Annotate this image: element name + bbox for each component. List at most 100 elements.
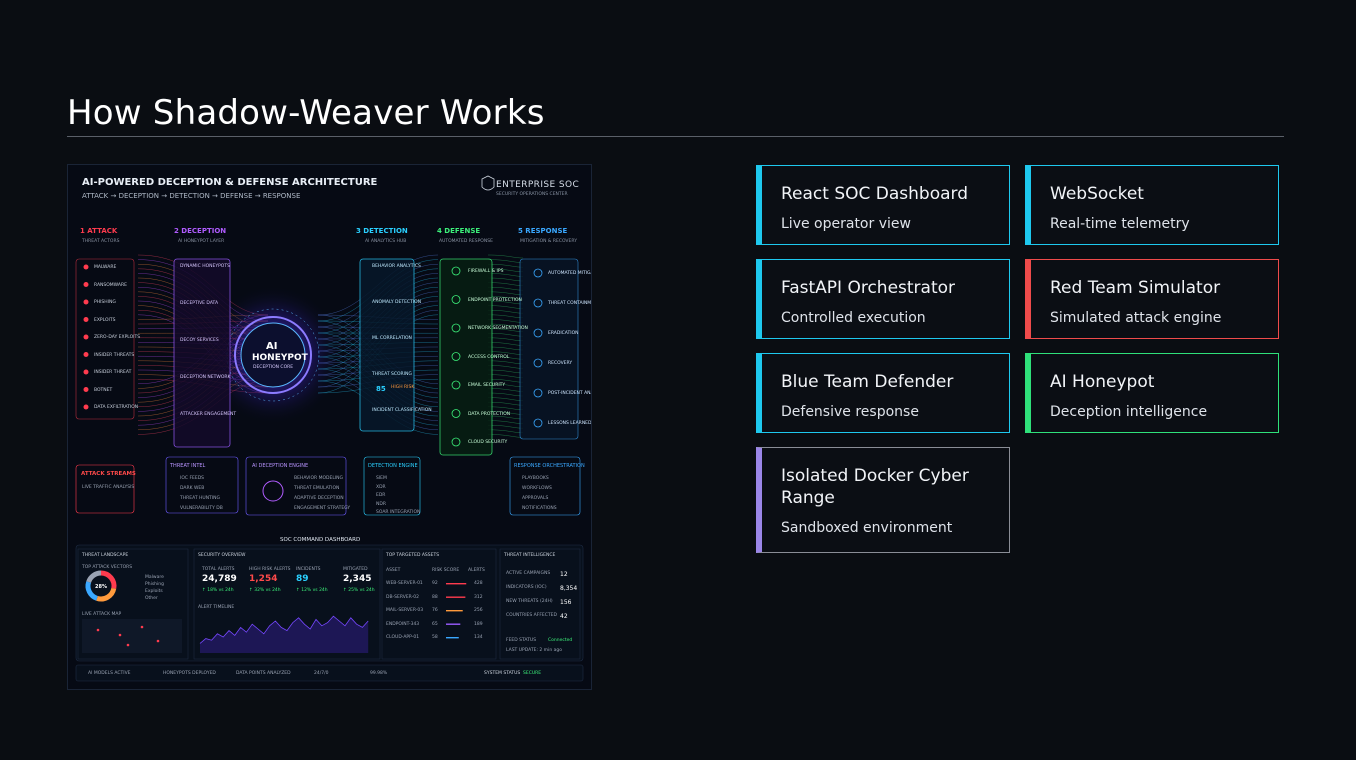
flow-line-defense (487, 277, 524, 282)
donut-slice (85, 581, 98, 601)
attack-icon (83, 282, 89, 287)
response-icon (533, 268, 543, 278)
column-response-label: 5 RESPONSE (518, 227, 568, 235)
column-deception-sub: AI HONEYPOT LAYER (178, 239, 225, 244)
donut-slice (96, 587, 117, 602)
live-map-title: LIVE ATTACK MAP (82, 612, 122, 617)
response-icon (533, 418, 543, 428)
intel-value: 42 (560, 613, 568, 620)
risk-bar (446, 583, 467, 585)
orchestration-item: NOTIFICATIONS (522, 506, 557, 511)
card-subtitle: Deception intelligence (1050, 404, 1208, 420)
attack-item: RANSOMWARE (94, 282, 127, 288)
enterprise-soc-brand: ENTERPRISE SOC (496, 180, 580, 190)
flow-line-defense (487, 286, 524, 291)
flow-line-defense (487, 397, 524, 401)
threat-intel-panel (165, 456, 239, 514)
asset-alerts: 189 (474, 621, 483, 627)
map-dot (140, 625, 144, 629)
orchestration-item: PLAYBOOKS (522, 476, 549, 481)
attack-panel (75, 258, 135, 420)
attack-streams-sub: LIVE TRAFFIC ANALYSIS (82, 485, 135, 490)
orchestration-item: WORKFLOWS (522, 486, 552, 491)
attack-item: ZERO-DAY EXPLOITS (94, 335, 141, 340)
title-divider (67, 136, 1284, 137)
core-line3: DECEPTION CORE (253, 365, 294, 370)
threat-intel-item: DARK WEB (180, 486, 205, 491)
column-attack-label: 1 ATTACK (80, 227, 118, 235)
stat-value: 24,789 (202, 574, 237, 584)
flow-line-defense (487, 337, 524, 342)
column-defense-label: 4 DEFENSE (437, 227, 481, 235)
intel-label: COUNTRIES AFFECTED (506, 613, 557, 618)
asset-score: 58 (432, 635, 438, 640)
overview-title: SECURITY OVERVIEW (198, 553, 246, 558)
card-websocket: WebSocket Real-time telemetry (1025, 165, 1279, 245)
deception-item: ATTACKER ENGAGEMENT (180, 412, 237, 417)
defense-item: DATA PROTECTION (468, 411, 511, 417)
footer-bar (75, 664, 584, 682)
system-status-label: SYSTEM STATUS (484, 671, 521, 676)
detection-item: THREAT SCORING (372, 372, 412, 377)
flow-line-defense (487, 388, 524, 392)
response-icon (533, 388, 543, 398)
asset-score: 92 (432, 581, 438, 586)
defense-icon (451, 295, 461, 304)
column-response-sub: MITIGATION & RECOVERY (520, 239, 577, 244)
map-dot (126, 643, 130, 647)
engine-item: BEHAVIOR MODELING (294, 476, 344, 481)
card-title: FastAPI Orchestrator (781, 278, 956, 298)
card-title: WebSocket (1050, 184, 1144, 204)
stat-delta: ↑ 18% vs 24h (202, 588, 234, 593)
asset-score: 76 (432, 608, 438, 613)
intel-label: NEW THREATS (24H) (506, 599, 553, 604)
stat-delta: ↑ 12% vs 24h (296, 588, 328, 593)
flow-line-defense (487, 374, 524, 378)
card-isolated-docker-cyber-range: Isolated Docker Cyber Range Sandboxed en… (756, 447, 1010, 553)
threat-intel-title: THREAT INTEL (170, 463, 206, 469)
core-ring (234, 316, 312, 394)
asset-name: CLOUD-APP-01 (386, 635, 420, 640)
flow-line-defense (487, 406, 524, 411)
page-title: How Shadow-Weaver Works (67, 92, 545, 133)
defense-item: CLOUD SECURITY (468, 440, 508, 445)
map-dot (156, 639, 160, 643)
deception-item: DYNAMIC HONEYPOTS (180, 264, 230, 269)
detection-engine-item: SOAR INTEGRATION (376, 510, 421, 515)
top-vectors-title: TOP ATTACK VECTORS (82, 565, 133, 570)
attack-icon (83, 334, 89, 340)
flow-line-defense (487, 319, 524, 323)
response-item: ERADICATION (548, 331, 579, 336)
flow-line-defense (487, 360, 524, 365)
donut-slice (86, 570, 102, 583)
intel-value: 156 (560, 599, 572, 606)
defense-icon (451, 352, 461, 361)
detection-panel (359, 258, 415, 432)
attack-icon (83, 369, 89, 375)
attack-icon (83, 317, 89, 322)
attack-icon (83, 404, 89, 410)
dashboard-title: SOC COMMAND DASHBOARD (280, 537, 361, 543)
attack-item: EXPLOITS (94, 317, 116, 323)
detection-engine-panel (363, 456, 421, 516)
landscape-title: THREAT LANDSCAPE (82, 553, 129, 558)
response-item: RECOVERY (548, 361, 573, 366)
asset-alerts: 312 (474, 594, 483, 600)
card-title: Isolated Docker Cyber Range (781, 466, 969, 508)
flow-line-defense (487, 342, 524, 346)
stat-delta: ↑ 32% vs 24h (249, 588, 281, 593)
card-title: Blue Team Defender (781, 372, 954, 392)
card-title: AI Honeypot (1050, 372, 1155, 392)
intel-value: 8,354 (560, 585, 578, 592)
detection-engine-item: SIEM (376, 476, 387, 481)
infographic-flow: ATTACK → DECEPTION → DETECTION → DEFENSE… (82, 192, 301, 200)
intel-panel (499, 548, 581, 660)
detection-engine-title: DETECTION ENGINE (368, 463, 418, 469)
asset-score: 88 (432, 594, 438, 600)
flow-line-defense (487, 424, 524, 429)
flow-line-defense (487, 378, 524, 383)
footer-stat: 24/7/0 (314, 671, 329, 676)
intel-label: INDICATORS (IOC) (506, 585, 547, 590)
intel-value: 12 (560, 571, 568, 578)
defense-icon (451, 323, 461, 333)
